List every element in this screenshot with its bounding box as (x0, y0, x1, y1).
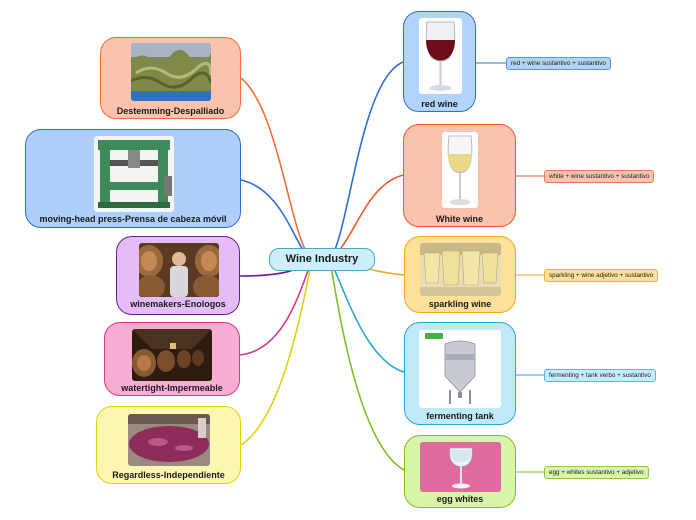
topic-watertight[interactable]: watertight-Impermeable (104, 322, 240, 396)
topic-label: winemakers-Enologos (130, 299, 226, 309)
note-egg-whites[interactable]: egg + whites sustantivo + adjetivo (544, 466, 649, 479)
topic-sparkling-wine[interactable]: sparkling wine (404, 236, 516, 313)
topic-red-wine[interactable]: red wine (403, 11, 476, 112)
barrel-cellar-photo (132, 329, 212, 381)
white-wine-glass-photo (442, 132, 478, 208)
topic-white-wine[interactable]: White wine (403, 124, 516, 227)
note-red-wine[interactable]: red + wine sustantivo + sustantivo (506, 57, 611, 70)
note-fermenting-tank[interactable]: fermenting + tank verbo + sustantivo (544, 369, 656, 382)
topic-press[interactable]: moving-head press-Prensa de cabeza móvil (25, 129, 241, 228)
topic-egg-whites[interactable]: egg whites (404, 435, 516, 508)
link-egg (329, 259, 405, 471)
hydraulic-press-photo (94, 136, 174, 212)
topic-label: egg whites (436, 494, 484, 504)
note-sparkling-wine[interactable]: sparkling + wine adjetivo + sustantivo (544, 269, 659, 282)
topic-label: red wine (421, 99, 458, 109)
topic-regardless[interactable]: Regardless-Independiente (96, 406, 241, 484)
topic-destemming[interactable]: Destemming-Despalliado (100, 37, 241, 119)
topic-label: fermenting tank (426, 411, 494, 421)
topic-label: Regardless-Independiente (112, 470, 225, 480)
topic-label: moving-head press-Prensa de cabeza móvil (39, 214, 227, 224)
link-red (329, 61, 404, 261)
note-white-wine[interactable]: white + wine sustantivo + sustantivo (544, 170, 655, 183)
link-fermenting (329, 259, 405, 373)
topic-label: Destemming-Despalliado (116, 106, 225, 116)
winemaker-in-cellar-photo (139, 243, 219, 297)
red-wine-glass-photo (419, 18, 462, 94)
topic-label: White wine (436, 214, 483, 224)
topic-label: sparkling wine (428, 299, 492, 309)
link-destemming (240, 77, 313, 261)
sparkling-wine-glasses-photo (420, 243, 501, 296)
topic-fermenting-tank[interactable]: fermenting tank (404, 322, 516, 425)
central-topic[interactable]: Wine Industry (269, 248, 375, 271)
topic-winemakers[interactable]: winemakers-Enologos (116, 236, 240, 315)
link-regardless (240, 259, 313, 446)
egg-white-glass-photo (420, 442, 501, 492)
grape-vat-photo (128, 414, 210, 466)
steel-tank-photo (419, 330, 501, 408)
link-watertight (239, 259, 313, 356)
destemmed-grapes-photo (131, 43, 211, 101)
topic-label: watertight-Impermeable (121, 383, 223, 393)
